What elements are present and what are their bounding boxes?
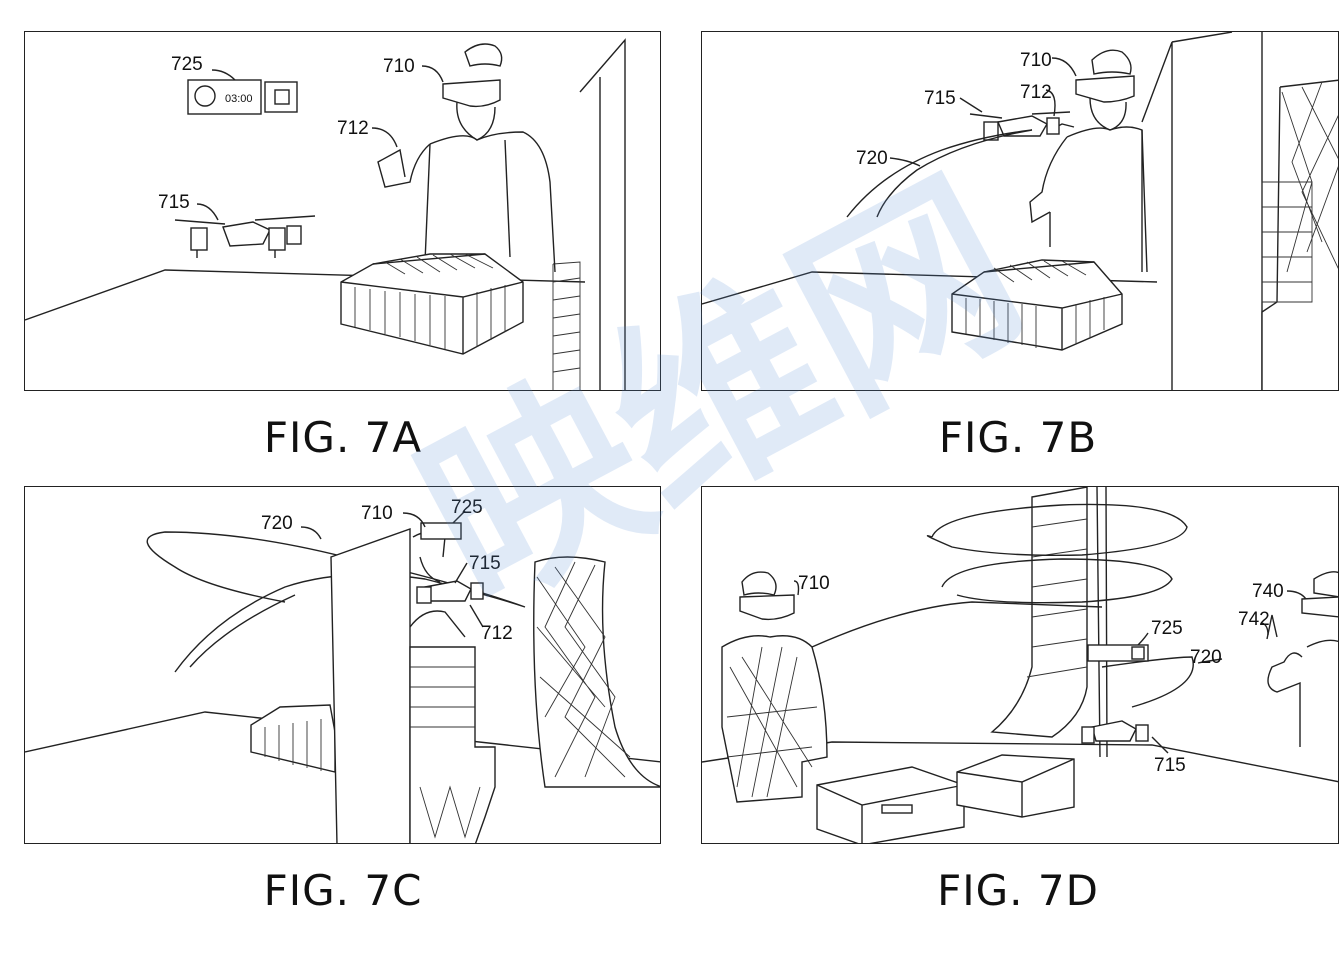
label-720: 720 — [856, 148, 888, 169]
menu-panel-725 — [420, 522, 462, 540]
figure-7b-panel: 710 715 712 720 — [701, 31, 1339, 391]
label-742: 742 — [1238, 609, 1270, 630]
caption-fig-7c: FIG. 7C — [263, 866, 423, 915]
label-710: 710 — [1020, 50, 1052, 71]
crate-box-back — [956, 754, 1075, 818]
person-710 — [1029, 49, 1148, 273]
figure-7d-drawing: 710 725 720 740 742 715 — [702, 487, 1338, 843]
flight-path-720 — [811, 503, 1194, 708]
drone-715 — [969, 111, 1071, 141]
label-715: 715 — [469, 553, 501, 574]
person-710 — [721, 571, 828, 803]
label-725: 725 — [1151, 618, 1183, 639]
caption-fig-7d: FIG. 7D — [937, 866, 1099, 915]
greenhouse-model — [250, 704, 336, 773]
figure-7d-panel: 710 725 720 740 742 715 — [701, 486, 1339, 844]
tower-center — [990, 487, 1108, 758]
label-725: 725 — [451, 497, 483, 518]
label-715: 715 — [924, 88, 956, 109]
crate-box-front — [816, 766, 965, 843]
label-725: 725 — [171, 54, 203, 75]
label-715: 715 — [158, 192, 190, 213]
tower-center — [409, 646, 496, 843]
tower-right — [1261, 79, 1338, 390]
label-712: 712 — [337, 118, 369, 139]
greenhouse-model — [951, 259, 1123, 351]
drone-715 — [416, 580, 484, 604]
drone-715 — [174, 215, 316, 258]
person-710 — [377, 43, 556, 273]
label-710: 710 — [798, 573, 830, 594]
label-712: 712 — [1020, 82, 1052, 103]
label-710: 710 — [361, 503, 393, 524]
drone-715 — [1081, 720, 1149, 744]
timer-readout: 03:00 — [225, 93, 253, 105]
door-panel — [330, 528, 411, 843]
menu-panel-725 — [1087, 644, 1149, 662]
figure-7c-panel: 720 710 725 715 712 — [24, 486, 661, 844]
label-715: 715 — [1154, 755, 1186, 776]
label-712: 712 — [481, 623, 513, 644]
figure-7c-drawing: 720 710 725 715 712 — [25, 497, 660, 843]
caption-fig-7b: FIG. 7B — [938, 413, 1098, 462]
figure-7a-drawing: 03:00 725 710 712 715 — [25, 38, 626, 390]
figure-7b-drawing: 710 715 712 720 — [702, 32, 1338, 390]
label-710: 710 — [383, 56, 415, 77]
flight-path-720 — [846, 129, 1033, 218]
label-720: 720 — [261, 513, 293, 534]
greenhouse-model — [340, 253, 524, 355]
figure-7a-panel: 03:00 725 710 712 715 — [24, 31, 661, 391]
person-740 — [1266, 571, 1338, 747]
label-720: 720 — [1190, 647, 1222, 668]
label-740: 740 — [1252, 581, 1284, 602]
caption-fig-7a: FIG. 7A — [263, 413, 423, 462]
cooling-tower — [533, 556, 660, 788]
menu-panel-725: 03:00 — [187, 79, 298, 115]
